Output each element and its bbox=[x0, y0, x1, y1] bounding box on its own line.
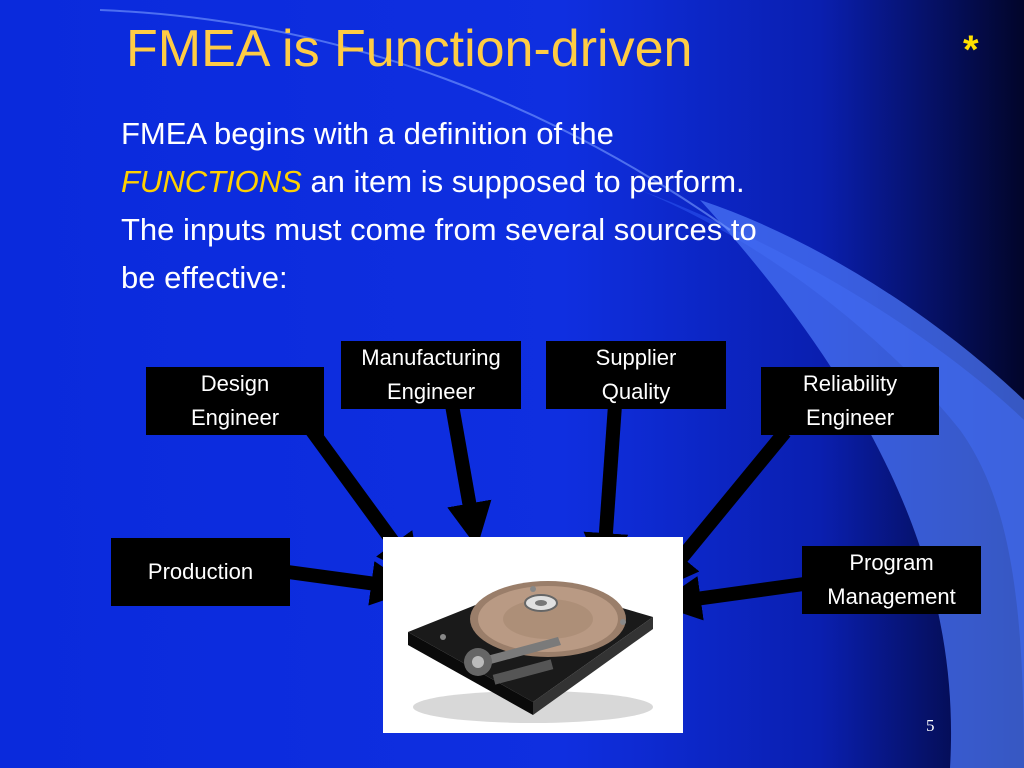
background-swoosh-right bbox=[700, 200, 1024, 768]
body-line-2: FUNCTIONS an item is supposed to perform… bbox=[121, 158, 961, 206]
source-label-line: Design bbox=[200, 371, 270, 396]
source-label-line: Production bbox=[147, 559, 254, 584]
arrow-production bbox=[287, 561, 416, 606]
hard-disk-image-panel bbox=[383, 537, 683, 733]
body-line-3: The inputs must come from several source… bbox=[121, 212, 757, 247]
arrow-program-management bbox=[656, 576, 805, 621]
slide-title: FMEA is Function-driven bbox=[126, 20, 693, 78]
source-label-line: Quality bbox=[601, 379, 671, 404]
source-label-line: Management bbox=[827, 584, 956, 609]
page-number: 5 bbox=[926, 716, 935, 735]
source-label-line: Manufacturing bbox=[361, 345, 501, 370]
arrow-manufacturing-engineer bbox=[445, 403, 492, 548]
asterisk-bullet-icon: * bbox=[963, 28, 979, 72]
body-line-2-rest: an item is supposed to perform. bbox=[301, 164, 745, 199]
body-line-1: FMEA begins with a definition of the bbox=[121, 116, 614, 151]
background-light-streak bbox=[99, 9, 731, 231]
source-box-production: Production bbox=[111, 538, 290, 606]
body-text: FMEA begins with a definition of the FUN… bbox=[121, 110, 961, 302]
source-label-line: Supplier bbox=[595, 345, 677, 370]
source-label-line: Reliability bbox=[802, 371, 898, 396]
body-line-4: be effective: bbox=[121, 260, 288, 295]
arrow-supplier-quality bbox=[583, 404, 629, 578]
source-label-line: Engineer bbox=[190, 405, 280, 430]
source-label-line: Engineer bbox=[805, 405, 895, 430]
hard-disk-drive-icon bbox=[408, 581, 653, 723]
arrow-reliability-engineer bbox=[653, 427, 791, 592]
source-label-line: Program bbox=[849, 550, 934, 575]
source-label-line: Engineer bbox=[386, 379, 476, 404]
functions-emphasis: FUNCTIONS bbox=[121, 164, 302, 199]
